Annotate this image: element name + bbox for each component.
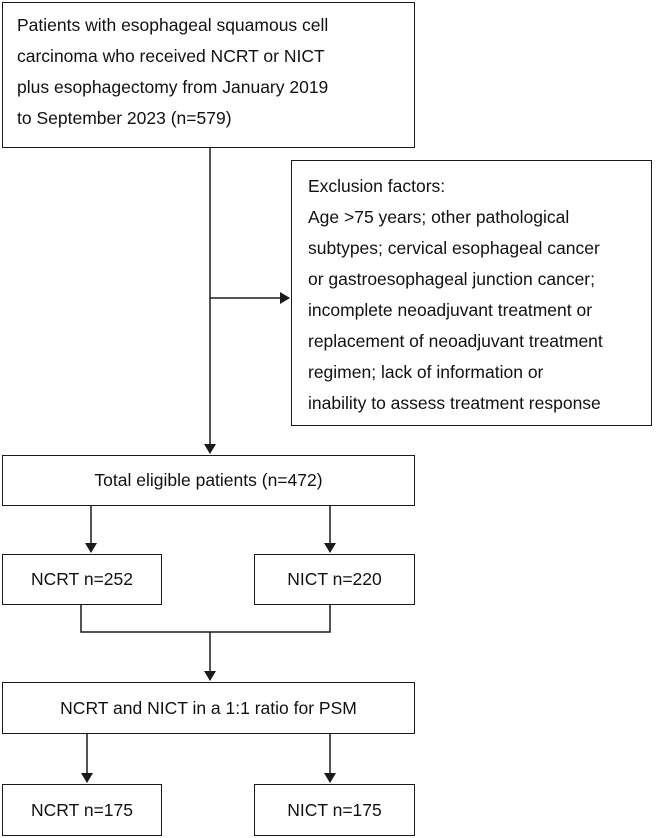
- exclusion-line: or gastroesophageal junction cancer;: [308, 269, 595, 289]
- nict-matched-label: NICT n=175: [287, 799, 382, 820]
- nict-cohort-box: NICT n=220: [254, 554, 415, 605]
- exclusion-line: incomplete neoadjuvant treatment or: [308, 300, 593, 320]
- psm-label: NCRT and NICT in a 1:1 ratio for PSM: [60, 697, 357, 718]
- exclusion-line: regimen; lack of information or: [308, 362, 544, 382]
- ncrt-matched-label: NCRT n=175: [31, 799, 133, 820]
- exclusion-line: Age >75 years; other pathological: [308, 207, 570, 227]
- start-line: plus esophagectomy from January 2019: [17, 77, 329, 97]
- exclusion-line: inability to assess treatment response: [308, 393, 601, 413]
- ncrt-cohort-label: NCRT n=252: [31, 569, 133, 589]
- exclusion-line: subtypes; cervical esophageal cancer: [308, 238, 600, 258]
- exclusion-line: Exclusion factors:: [308, 176, 446, 196]
- exclusion-line: replacement of neoadjuvant treatment: [308, 331, 603, 351]
- eligible-label: Total eligible patients (n=472): [94, 470, 323, 490]
- nict-matched-box: NICT n=175: [254, 784, 415, 836]
- merge-line: [80, 605, 331, 633]
- nict-cohort-label: NICT n=220: [287, 569, 382, 589]
- eligible-patients-box: Total eligible patients (n=472): [2, 455, 415, 506]
- start-line: to September 2023 (n=579): [17, 108, 232, 128]
- start-population-box: Patients with esophageal squamous cell c…: [2, 2, 415, 148]
- ncrt-cohort-box: NCRT n=252: [2, 554, 162, 605]
- start-line: Patients with esophageal squamous cell: [17, 15, 329, 35]
- start-line: carcinoma who received NCRT or NICT: [17, 46, 325, 66]
- ncrt-matched-box: NCRT n=175: [2, 784, 162, 836]
- psm-box: NCRT and NICT in a 1:1 ratio for PSM: [2, 682, 415, 734]
- exclusion-box: Exclusion factors: Age >75 years; other …: [291, 160, 652, 426]
